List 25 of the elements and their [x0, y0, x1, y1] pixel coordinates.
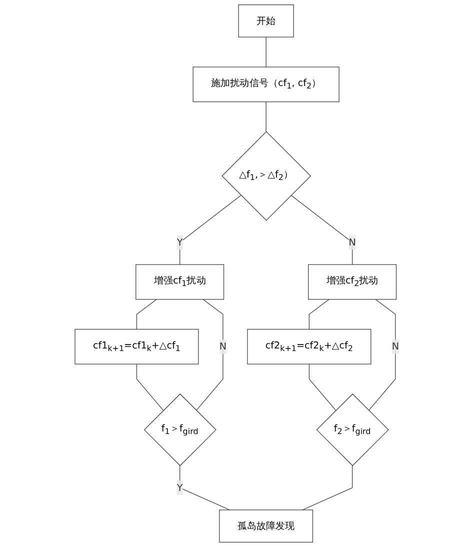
- node-box: 增强cf$_{1}$扰动: [136, 264, 224, 300]
- connector: [302, 465, 353, 510]
- node-box: 孤岛故障发现: [219, 510, 314, 543]
- edge-label: N: [348, 236, 356, 248]
- connector: [308, 364, 336, 411]
- node-box: cf2$_{k+1}$=cf2$_{k}$+△cf$_{2}$: [247, 328, 372, 364]
- node-box: 开始: [238, 4, 294, 38]
- node-box: cf1$_{k+1}$=cf1$_{k}$+△cf$_{1}$: [74, 328, 199, 364]
- edge-label: Y: [176, 236, 183, 248]
- edge-label: Y: [176, 482, 183, 494]
- connector: [136, 364, 164, 411]
- edge-label: N: [392, 340, 399, 352]
- node-diamond: f$_{1}$＞f$_{gird}$: [144, 394, 216, 466]
- edge-label: N: [219, 340, 227, 352]
- connector: [196, 299, 224, 411]
- connector: [180, 194, 242, 265]
- connector: [308, 299, 330, 330]
- node-diamond: f$_{2}$＞f$_{gird}$: [316, 394, 389, 466]
- connector: [180, 465, 230, 510]
- node-box: 施加扰动信号（cf$_{1}$, cf$_{2}$）: [192, 66, 340, 102]
- node-box: 增强cf$_{2}$扰动: [308, 264, 397, 300]
- connector: [368, 299, 396, 411]
- connector: [136, 299, 157, 330]
- node-diamond: △f$_{1}$,＞△f$_{2}$）: [222, 131, 312, 221]
- connector: [290, 194, 353, 265]
